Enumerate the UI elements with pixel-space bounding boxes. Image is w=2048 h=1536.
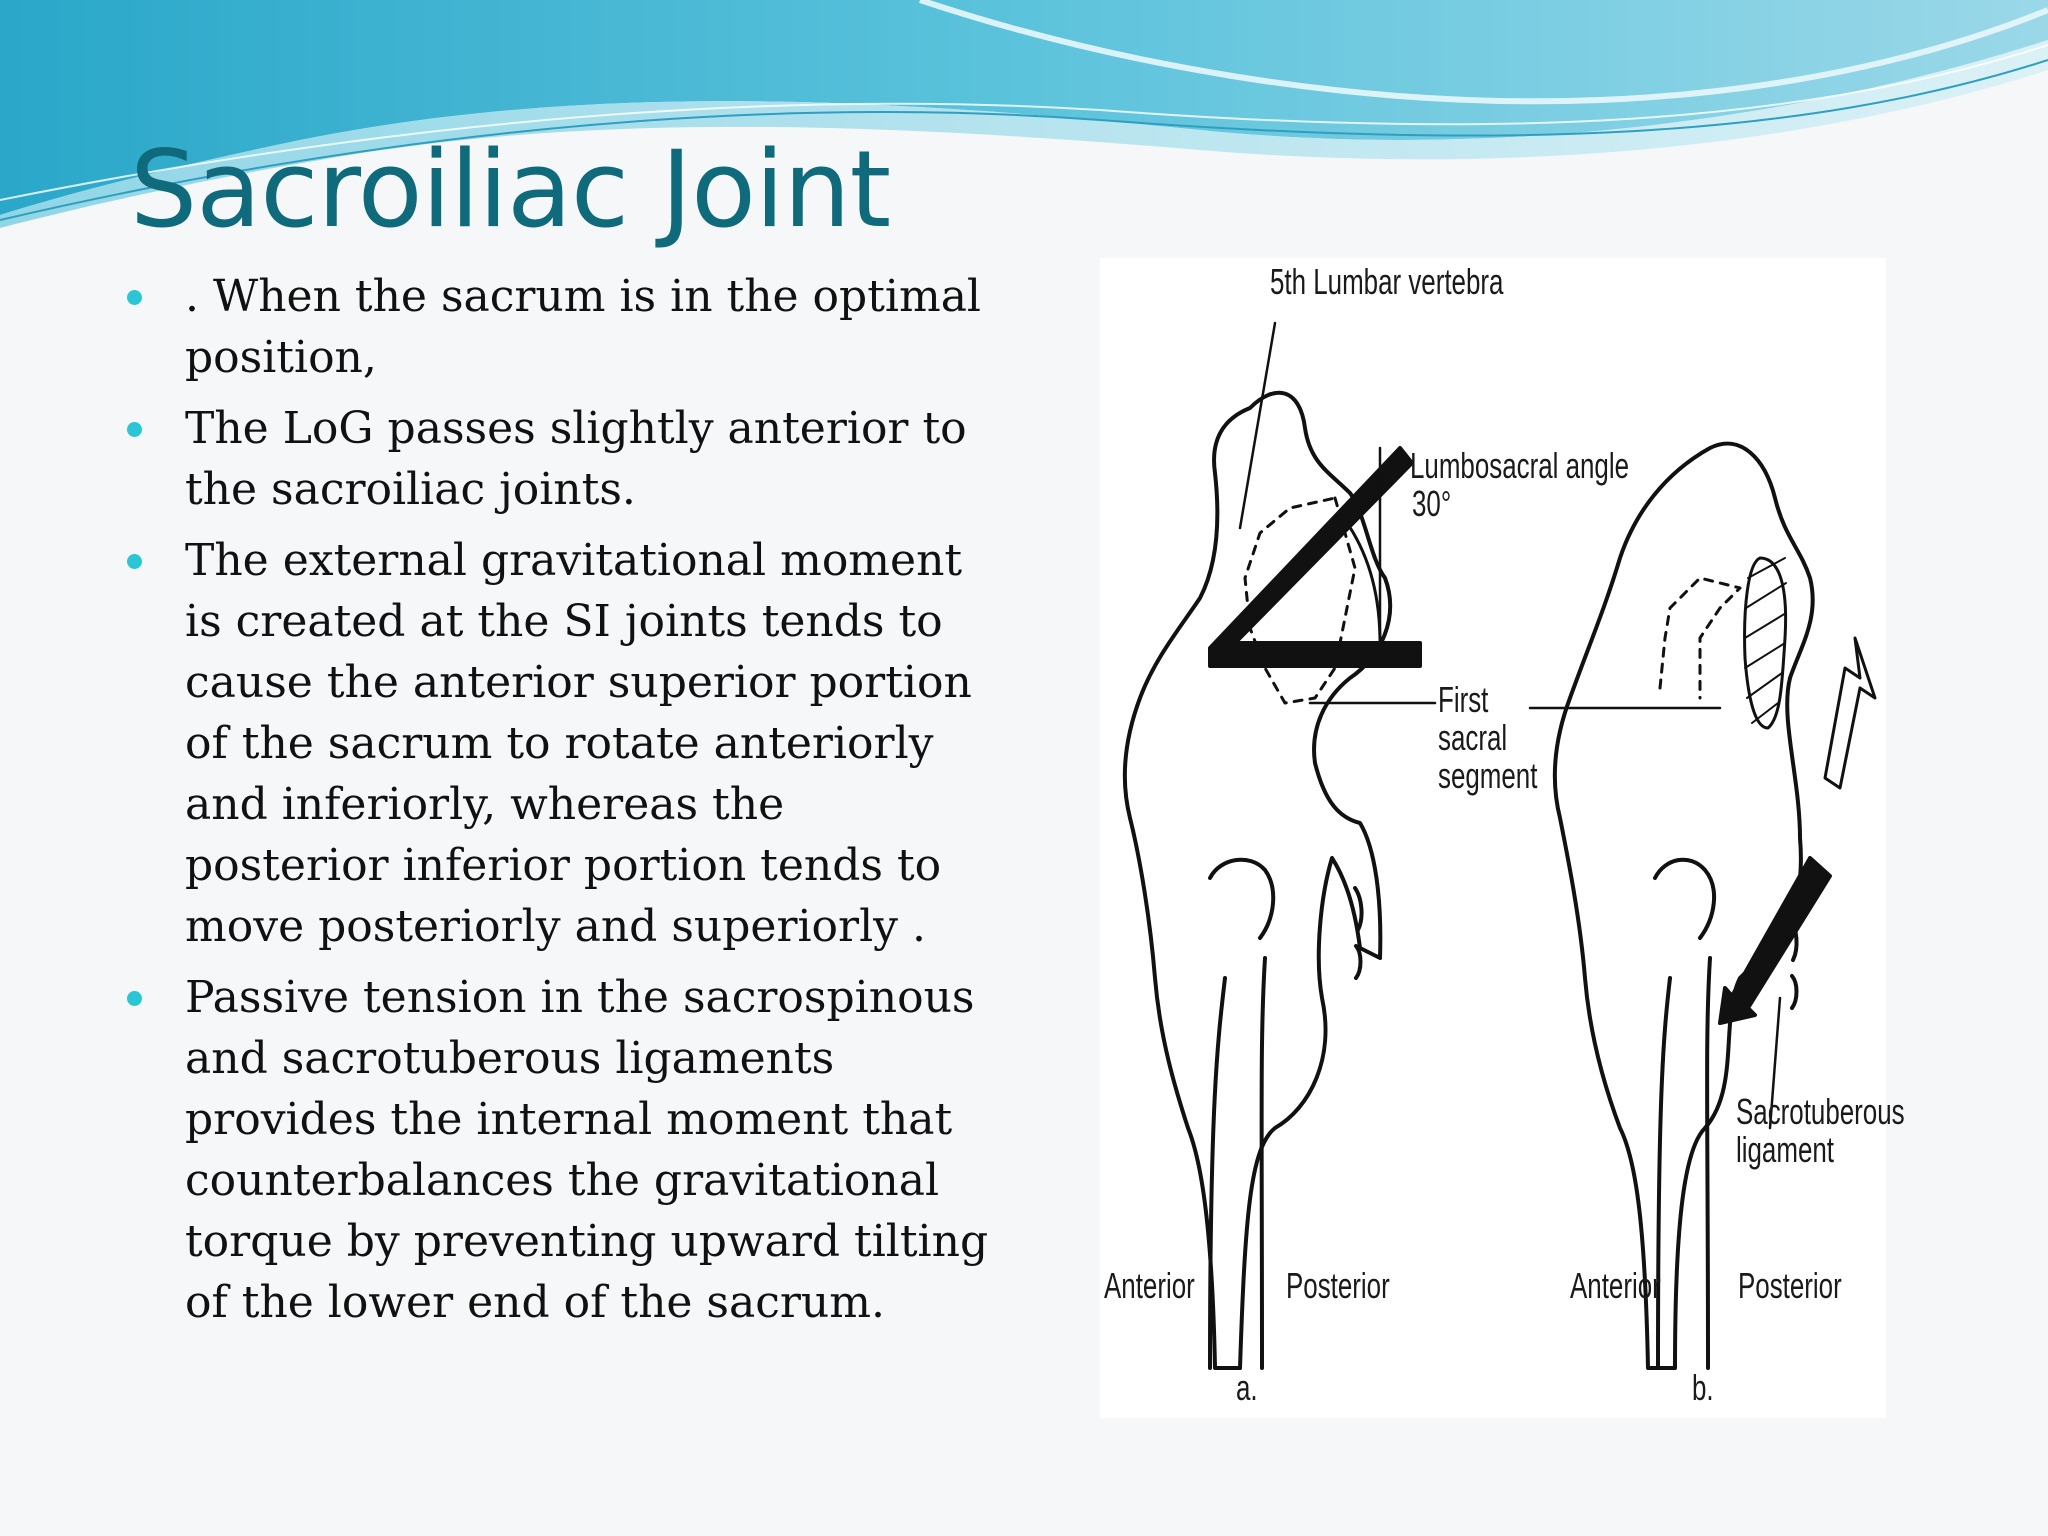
- pelvis-a-outline: [1122, 390, 1393, 1370]
- bullet-dot-icon: [127, 991, 142, 1006]
- pelvis-b-femur-shaft: [1656, 956, 1712, 1370]
- rotation-arrow-dashed: [1658, 576, 1742, 700]
- upward-arrow: [1823, 636, 1877, 790]
- label-sacrotuberous: Sacrotuberous: [1736, 1091, 1905, 1132]
- pelvis-b-femur-head: [1653, 857, 1717, 940]
- label-panel-b: b.: [1692, 1367, 1714, 1408]
- label-panel-a: a.: [1236, 1367, 1258, 1408]
- label-segment: segment: [1438, 755, 1538, 796]
- sacrum-hatched: [1743, 556, 1788, 730]
- lumbosacral-angle-wedge: [1208, 446, 1422, 668]
- bullet-text: The external gravitational moment is cre…: [185, 535, 972, 952]
- pelvis-a-sacrum: [1243, 496, 1357, 705]
- pelvis-drawing: [1122, 321, 1877, 1370]
- label-anterior-a: Anterior: [1104, 1265, 1195, 1306]
- label-angle-value: 30°: [1412, 483, 1452, 524]
- bullet-item: Passive tension in the sacrospinous and …: [120, 967, 1000, 1333]
- label-ligament: ligament: [1736, 1129, 1834, 1170]
- bullet-list: . When the sacrum is in the optimal posi…: [120, 266, 1000, 1343]
- header-wave-decoration: [0, 0, 2048, 228]
- bullet-item: The LoG passes slightly anterior to the …: [120, 398, 1000, 520]
- pelvis-a-coccyx: [1353, 886, 1364, 980]
- label-first: First: [1438, 679, 1489, 720]
- pelvis-a-femur-shaft: [1208, 956, 1267, 1370]
- pelvis-diagram: 5th Lumbar vertebra Lumbosacral angle 30…: [1100, 258, 1905, 1418]
- bullet-item: . When the sacrum is in the optimal posi…: [120, 266, 1000, 388]
- bullet-dot-icon: [127, 290, 142, 305]
- slide-title: Sacroiliac Joint: [130, 128, 891, 251]
- bullet-text: Passive tension in the sacrospinous and …: [185, 972, 989, 1328]
- bullet-text: The LoG passes slightly anterior to the …: [185, 403, 967, 515]
- pelvis-a-femur-head: [1208, 857, 1276, 940]
- bullet-dot-icon: [127, 422, 142, 437]
- pelvis-b-outline: [1552, 441, 1815, 1370]
- label-lumbar-vertebra: 5th Lumbar vertebra: [1270, 261, 1504, 302]
- bullet-dot-icon: [127, 554, 142, 569]
- bullet-item: The external gravitational moment is cre…: [120, 530, 1000, 957]
- sacrotuberous-arrow: [1718, 856, 1832, 1025]
- label-lumbosacral-angle: Lumbosacral angle: [1410, 445, 1630, 486]
- label-posterior-a: Posterior: [1286, 1265, 1390, 1306]
- bullet-text: . When the sacrum is in the optimal posi…: [185, 271, 981, 383]
- label-anterior-b: Anterior: [1570, 1265, 1661, 1306]
- label-posterior-b: Posterior: [1738, 1265, 1842, 1306]
- label-sacral: sacral: [1438, 717, 1508, 758]
